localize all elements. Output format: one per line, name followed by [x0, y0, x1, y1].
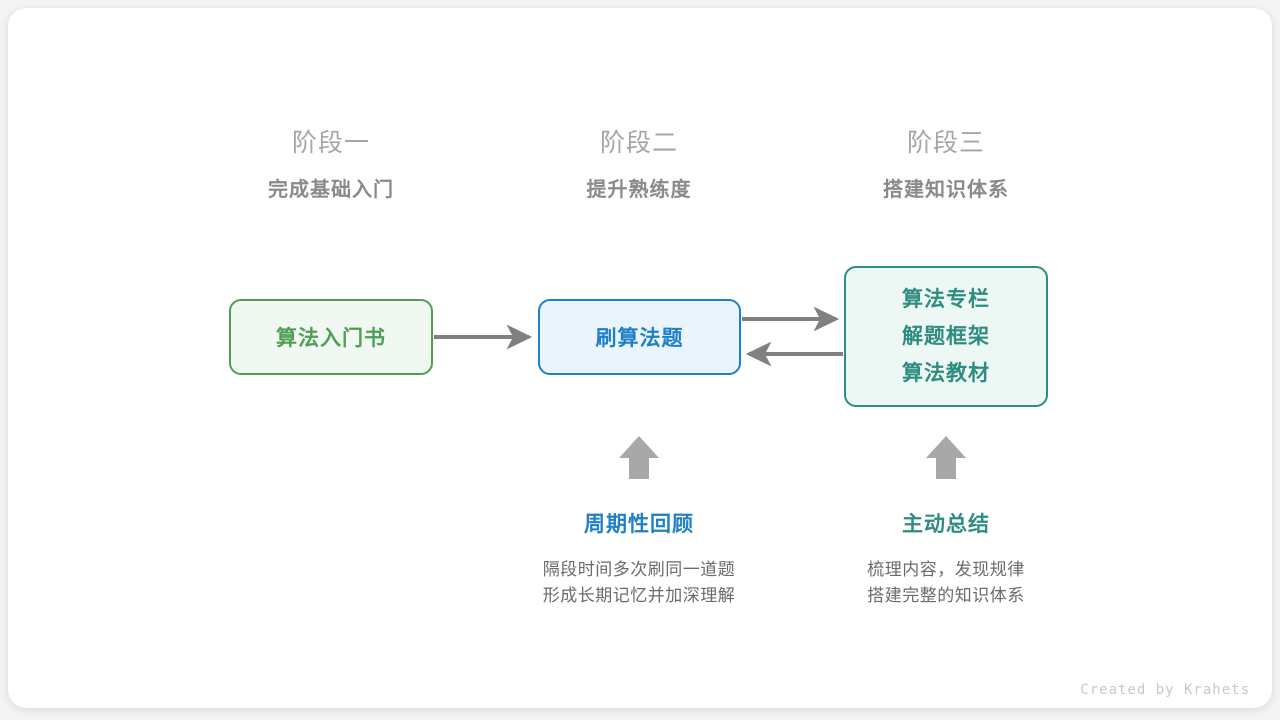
- stage-number-2: 阶段二: [599, 129, 678, 157]
- factor-active-summary: 主动总结 梳理内容，发现规律 搭建完整的知识体系: [796, 510, 1096, 609]
- factor-active-summary-desc: 梳理内容，发现规律 搭建完整的知识体系: [796, 557, 1096, 609]
- stage-title-1: 完成基础入门: [268, 179, 394, 201]
- node-resources-line-2: 解题框架: [902, 325, 990, 348]
- node-practice-problems[interactable]: 刷算法题: [538, 299, 741, 375]
- node-intro-book[interactable]: 算法入门书: [229, 299, 433, 375]
- factor-periodic-review-desc-line-2: 形成长期记忆并加深理解: [542, 586, 736, 605]
- node-resources-line-1: 算法专栏: [902, 288, 990, 311]
- stage-title-3: 搭建知识体系: [883, 179, 1009, 201]
- factor-active-summary-desc-line-2: 搭建完整的知识体系: [867, 586, 1025, 605]
- stage-number-3: 阶段三: [906, 129, 985, 157]
- factor-active-summary-title: 主动总结: [902, 513, 990, 536]
- factor-periodic-review-desc-line-1: 隔段时间多次刷同一道题: [542, 560, 736, 579]
- stage-title-2: 提升熟练度: [586, 179, 692, 201]
- stage-number-1: 阶段一: [291, 129, 370, 157]
- factor-periodic-review: 周期性回顾 隔段时间多次刷同一道题 形成长期记忆并加深理解: [489, 510, 789, 609]
- credit-label: Created by Krahets: [1080, 682, 1250, 698]
- factor-active-summary-desc-line-1: 梳理内容，发现规律: [867, 560, 1025, 579]
- node-resources-line-3: 算法教材: [902, 362, 990, 385]
- node-practice-problems-label: 刷算法题: [595, 327, 684, 350]
- node-intro-book-label: 算法入门书: [276, 327, 386, 350]
- stage-header-2: 阶段二 提升熟练度: [519, 126, 759, 206]
- factor-periodic-review-desc: 隔段时间多次刷同一道题 形成长期记忆并加深理解: [489, 557, 789, 609]
- factor-periodic-review-title: 周期性回顾: [584, 513, 694, 536]
- stage-header-3: 阶段三 搭建知识体系: [826, 126, 1066, 206]
- node-learning-resources[interactable]: 算法专栏 解题框架 算法教材: [844, 266, 1048, 407]
- stage-header-1: 阶段一 完成基础入门: [211, 126, 451, 206]
